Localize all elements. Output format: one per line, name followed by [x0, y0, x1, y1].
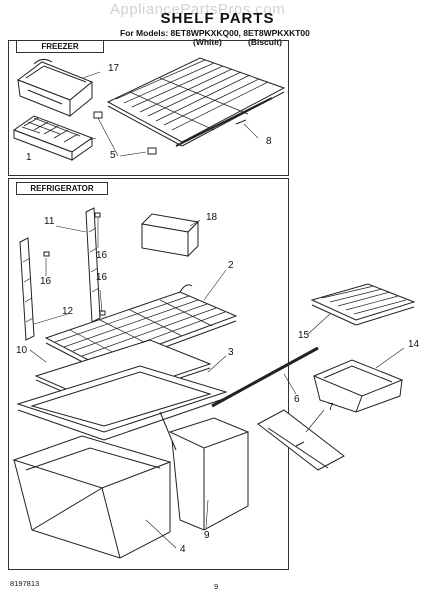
freezer-wire-shelf-part — [106, 57, 286, 147]
callout-16-upper: 16 — [96, 250, 108, 261]
document-number: 8197813 — [10, 579, 40, 588]
color-white: (White) — [193, 37, 222, 47]
refrigerator-panel — [8, 178, 289, 570]
freezer-bin-part — [16, 58, 93, 118]
callout-7: 7 — [328, 402, 334, 413]
callout-12: 12 — [62, 306, 74, 317]
deli-drawer-part — [312, 359, 404, 413]
callout-5: 5 — [110, 150, 116, 161]
deli-cover-part — [310, 283, 416, 326]
callout-15: 15 — [298, 330, 310, 341]
crisper-rod-part — [211, 346, 319, 408]
callout-8: 8 — [266, 136, 272, 147]
callout-9: 9 — [204, 530, 210, 541]
callout-6: 6 — [294, 394, 300, 405]
callout-4: 4 — [180, 544, 186, 555]
door-bin-part — [140, 213, 200, 258]
leader-lines — [29, 71, 405, 549]
callout-16-left: 16 — [40, 276, 52, 287]
refrigerator-wire-shelf-part — [44, 284, 238, 372]
crisper-drawer-left-part — [12, 435, 172, 559]
freezer-label: FREEZER — [16, 40, 104, 53]
callout-16-lower: 16 — [96, 272, 108, 283]
crisper-drawer-right-part — [168, 417, 250, 531]
ice-tray-part — [12, 115, 94, 161]
callout-11: 11 — [44, 216, 55, 227]
color-biscuit: (Biscuit) — [248, 37, 282, 47]
page-number: 9 — [214, 582, 219, 591]
callout-2: 2 — [228, 260, 234, 271]
callout-10: 10 — [16, 345, 28, 356]
callout-18: 18 — [206, 212, 218, 223]
shelf-support-part — [93, 111, 157, 155]
watermark: AppliancePartsPros.com — [110, 1, 286, 18]
callout-1: 1 — [26, 152, 32, 163]
drawer-bracket-part — [257, 409, 345, 471]
model-numbers: For Models: 8ET8WPKXKQ00, 8ET8WPKXKT00 — [120, 28, 310, 38]
refrigerator-label: REFRIGERATOR — [16, 182, 108, 195]
shelf-rail-part — [19, 207, 106, 341]
callout-14: 14 — [408, 339, 420, 350]
callout-17: 17 — [108, 63, 120, 74]
callout-3: 3 — [228, 347, 234, 358]
crisper-cover-part — [16, 365, 228, 451]
page-title: SHELF PARTS — [160, 10, 275, 27]
freezer-panel — [8, 40, 289, 176]
